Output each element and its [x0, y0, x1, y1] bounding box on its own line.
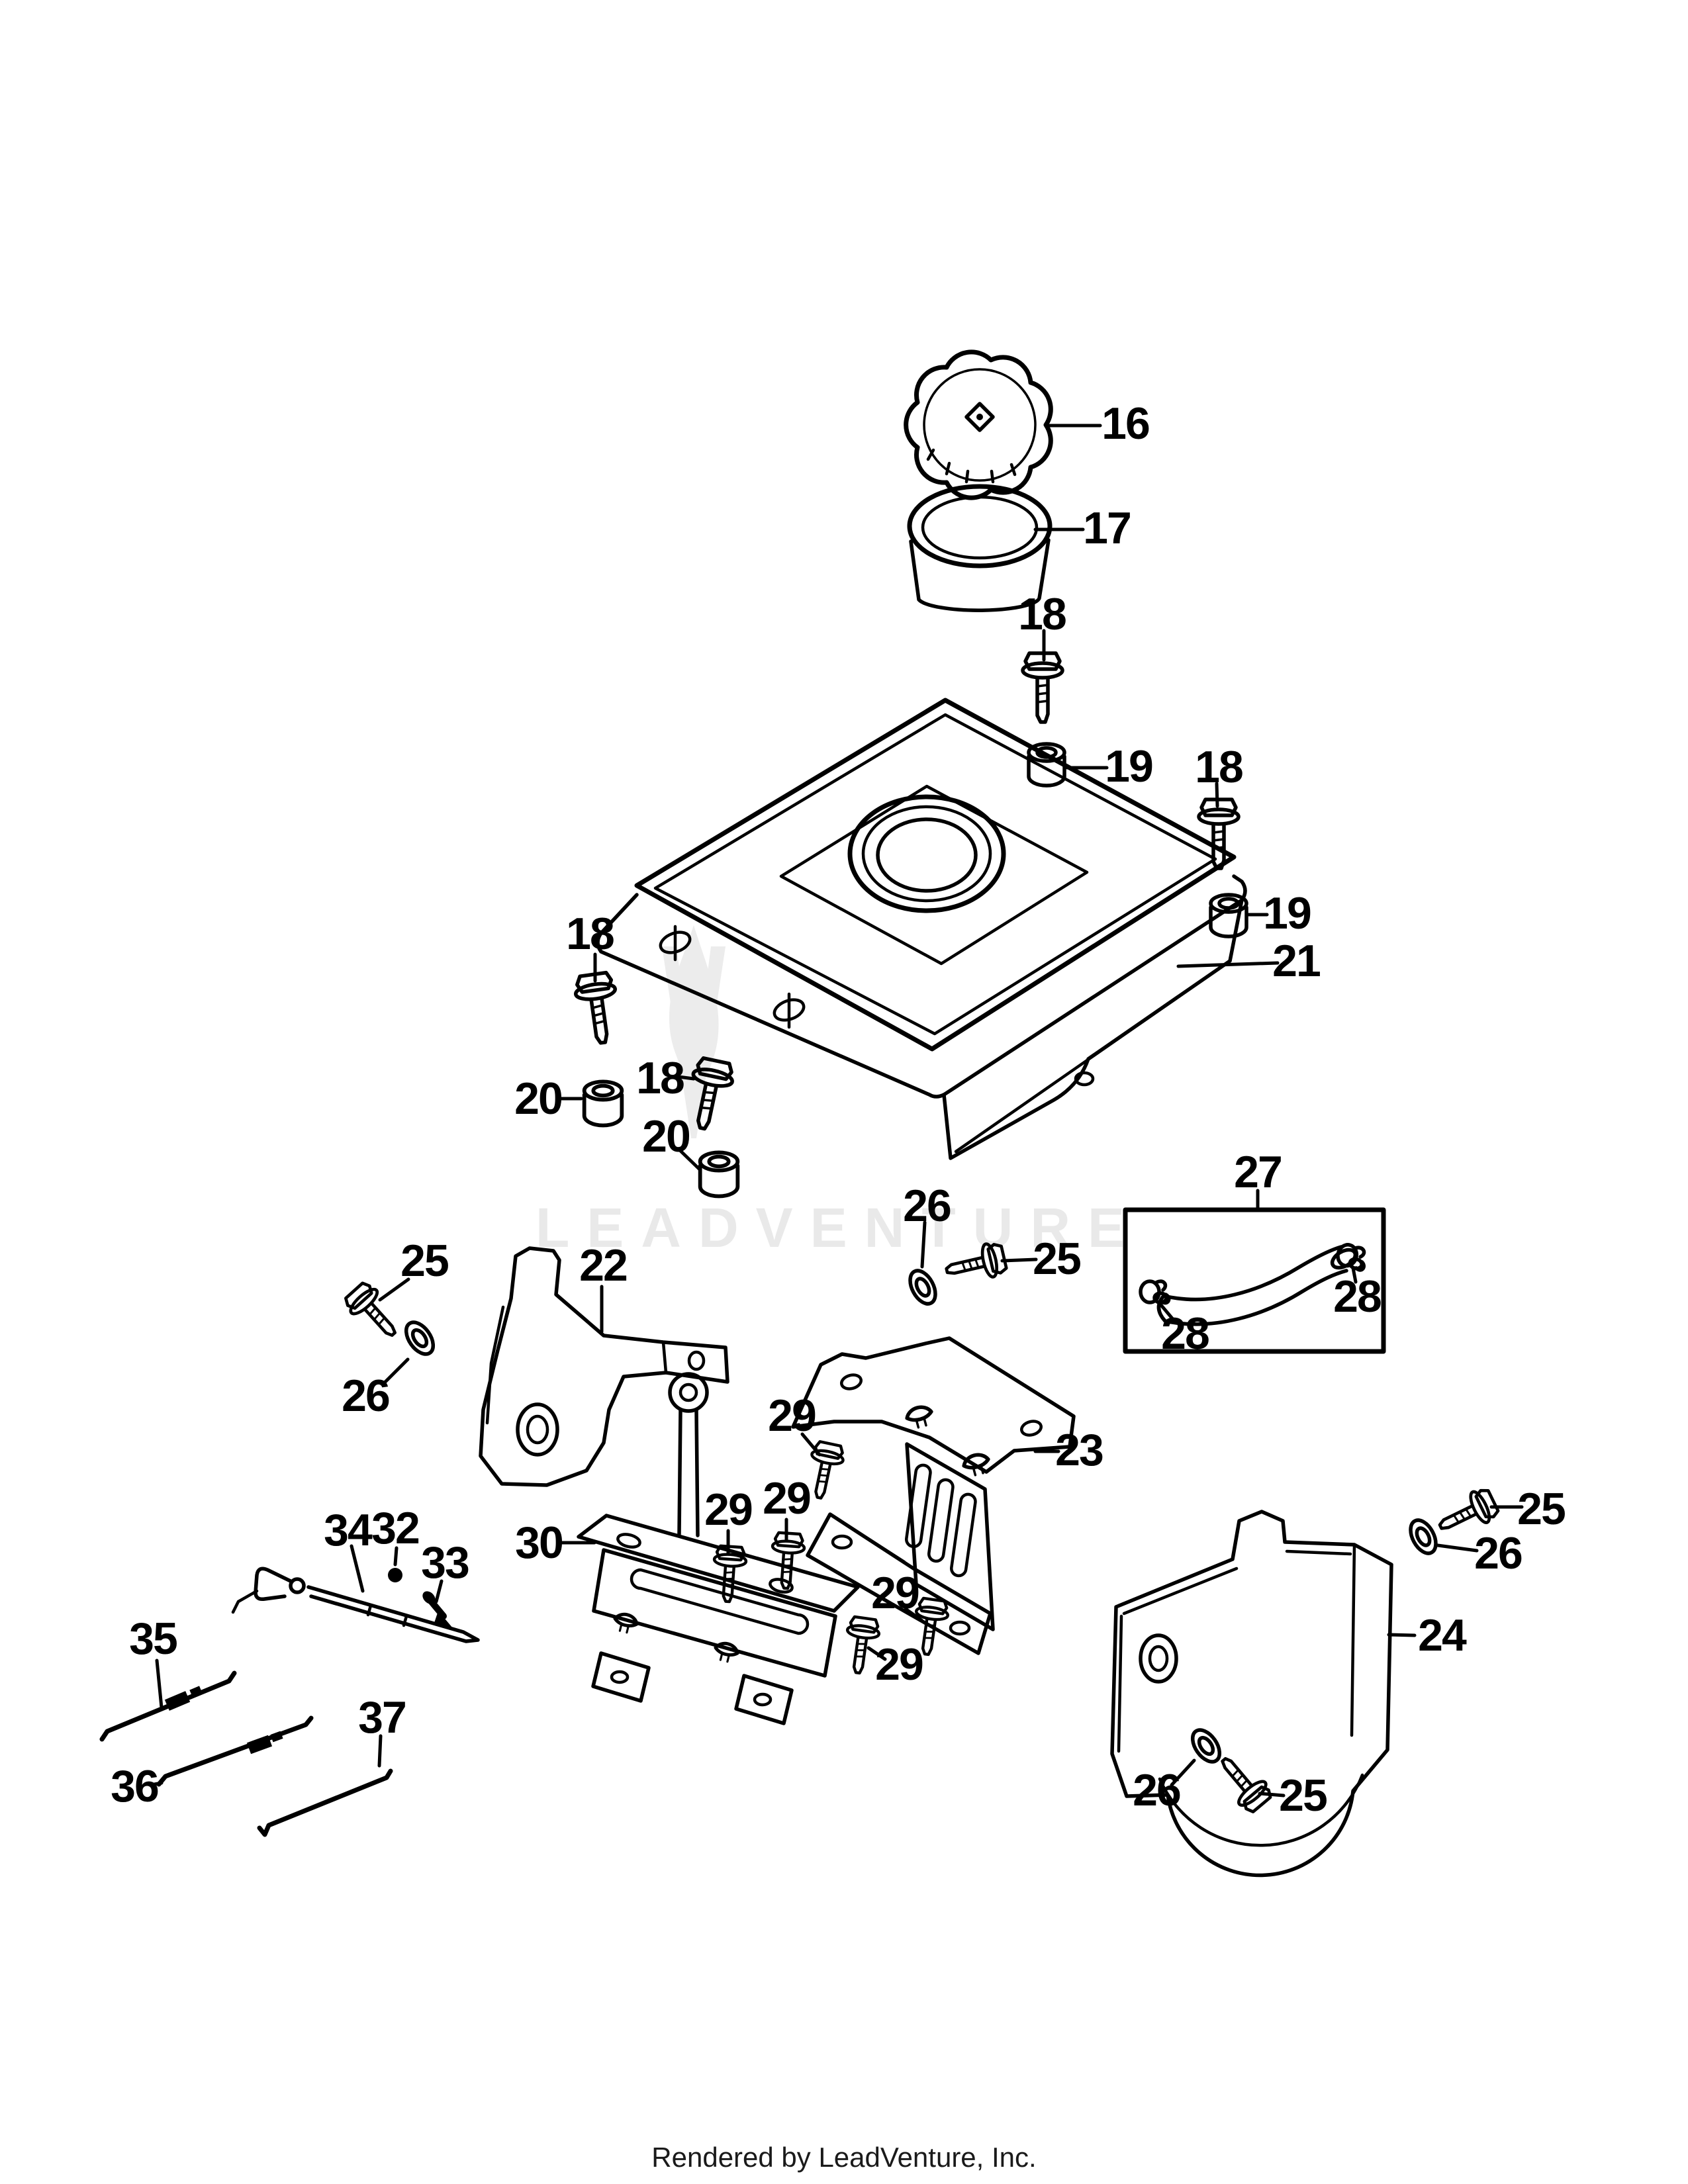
- part-32-ball: [388, 1568, 402, 1582]
- callout-label-35: 35: [129, 1614, 177, 1664]
- callout-label-25: 25: [400, 1236, 448, 1286]
- part-26-washer: [400, 1318, 438, 1359]
- callout-leader-29: [867, 1646, 887, 1661]
- callout-label-17: 17: [1083, 503, 1131, 553]
- callout-leader-34: [350, 1544, 365, 1593]
- callout-label-26: 26: [1133, 1765, 1180, 1815]
- callout-leader-26: [1436, 1543, 1479, 1553]
- part-34-lever: [231, 1567, 480, 1643]
- callout-label-18: 18: [1195, 742, 1243, 792]
- callout-label-19: 19: [1105, 741, 1152, 792]
- callout-leader-32: [393, 1546, 399, 1567]
- part-17-fuel-strainer: [907, 484, 1053, 612]
- callout-leader-36: [149, 1781, 164, 1787]
- callout-leader-33: [434, 1579, 444, 1604]
- callout-label-24: 24: [1418, 1610, 1467, 1661]
- callout-label-36: 36: [111, 1761, 158, 1811]
- callout-leader-29: [904, 1607, 923, 1622]
- watermark-text: LEADVENTURE: [536, 1197, 1142, 1259]
- callout-label-25: 25: [1279, 1770, 1327, 1821]
- part-37-rod: [257, 1768, 393, 1837]
- callout-leader-26: [920, 1220, 927, 1269]
- part-24-cover: [1110, 1510, 1393, 1878]
- callout-leader-25: [1000, 1257, 1038, 1263]
- callout-label-29: 29: [875, 1639, 923, 1690]
- part-21-fuel-tank: [596, 698, 1247, 1160]
- part-22-bracket: [479, 1246, 729, 1487]
- callout-label-29: 29: [768, 1390, 816, 1441]
- callout-label-29: 29: [704, 1484, 752, 1535]
- part-18-bolt: [1023, 653, 1062, 722]
- callout-label-37: 37: [358, 1692, 406, 1743]
- part-33-screw: [422, 1591, 453, 1628]
- callout-leader-26: [1170, 1758, 1196, 1787]
- leadventure-flame-icon: [662, 925, 726, 1138]
- footer-credit: Rendered by LeadVenture, Inc.: [651, 2142, 1037, 2173]
- callout-label-21: 21: [1272, 936, 1320, 986]
- callout-leader-28: [1159, 1303, 1177, 1324]
- callout-label-25: 25: [1033, 1234, 1080, 1284]
- part-26-washer: [905, 1267, 941, 1308]
- callout-label-30: 30: [515, 1518, 563, 1568]
- callout-leader-26: [381, 1357, 410, 1387]
- part-23-bracket: [791, 1336, 1076, 1655]
- callout-label-16: 16: [1102, 398, 1149, 449]
- callout-label-26: 26: [342, 1371, 389, 1421]
- part-35-rod: [99, 1670, 237, 1742]
- part-25-bolt: [1211, 1749, 1275, 1816]
- callout-label-32: 32: [371, 1503, 419, 1553]
- callout-leader-18: [677, 1075, 696, 1081]
- callout-label-23: 23: [1055, 1425, 1103, 1475]
- part-20-grommet: [585, 1081, 622, 1125]
- callout-label-25: 25: [1517, 1484, 1565, 1534]
- callout-label-29: 29: [763, 1473, 810, 1524]
- callout-label-19: 19: [1263, 888, 1311, 938]
- callout-label-27: 27: [1234, 1147, 1282, 1197]
- callout-label-18: 18: [566, 909, 614, 959]
- callout-label-20: 20: [514, 1073, 562, 1124]
- part-18-bolt: [573, 972, 622, 1045]
- callout-label-33: 33: [421, 1537, 469, 1588]
- part-36-rod: [156, 1715, 314, 1787]
- part-20-grommet: [700, 1152, 738, 1196]
- part-26-washer: [1405, 1516, 1441, 1558]
- callout-label-18: 18: [636, 1053, 684, 1103]
- callout-label-34: 34: [324, 1505, 373, 1555]
- callout-leader-20: [678, 1148, 702, 1172]
- callout-label-26: 26: [903, 1181, 951, 1231]
- callout-label-18: 18: [1018, 589, 1066, 639]
- part-16-fuel-cap: [904, 349, 1053, 500]
- callout-label-28: 28: [1161, 1308, 1209, 1359]
- callout-label-20: 20: [642, 1111, 690, 1161]
- callout-leader-25: [1258, 1792, 1286, 1797]
- callout-label-29: 29: [871, 1568, 919, 1618]
- part-30-bracket: [577, 1372, 860, 1725]
- callout-leader-28: [1351, 1266, 1358, 1284]
- callout-leader-35: [155, 1659, 164, 1709]
- callout-leader-25: [378, 1277, 410, 1302]
- callout-leader-29: [800, 1432, 821, 1457]
- callout-label-26: 26: [1474, 1528, 1522, 1578]
- callout-leader-21: [1176, 961, 1280, 968]
- callout-label-22: 22: [579, 1240, 627, 1291]
- callout-leader-37: [377, 1734, 383, 1768]
- watermark: LEADVENTURE: [536, 925, 1142, 1259]
- callout-label-28: 28: [1333, 1271, 1381, 1322]
- part-28-clamp: [1141, 1281, 1169, 1303]
